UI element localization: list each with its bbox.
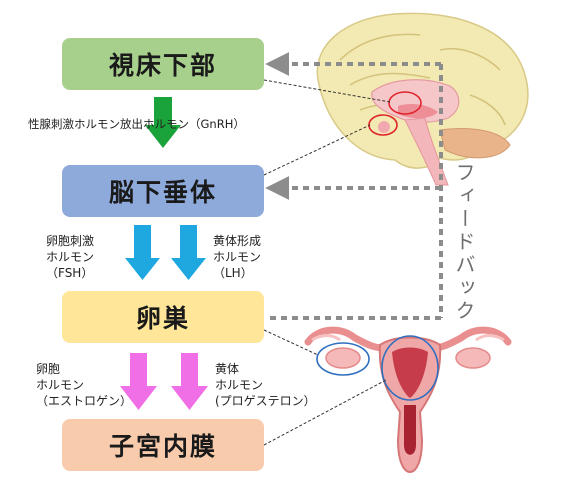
brain-illustration	[316, 12, 529, 186]
fsh-label-line: （FSH）	[46, 266, 94, 280]
ovary-box: 卵巣	[62, 291, 264, 343]
hypothalamus-box: 視床下部	[62, 38, 264, 90]
progesterone-label-line: (プロゲステロン）	[215, 394, 316, 408]
fsh-label: 卵胞刺激 ホルモン （FSH）	[46, 233, 94, 281]
fsh-arrow	[125, 225, 160, 280]
estrogen-label-line: ホルモン	[36, 378, 85, 392]
progesterone-label-line: ホルモン	[215, 378, 264, 392]
lh-label-line: （LH）	[213, 266, 253, 280]
estrogen-arrow	[120, 353, 157, 410]
progesterone-arrow	[171, 353, 208, 410]
connector-lines	[263, 79, 391, 446]
uterus-illustration	[304, 326, 512, 474]
lh-label: 黄体形成 ホルモン （LH）	[213, 233, 261, 281]
gnrh-label: 性腺刺激ホルモン放出ホルモン（GnRH）	[28, 117, 245, 131]
fsh-label-line: ホルモン	[46, 250, 95, 264]
estrogen-label-line: （エストロゲン）	[36, 394, 133, 408]
fsh-label-line: 卵胞刺激	[46, 234, 95, 248]
lh-label-line: ホルモン	[213, 250, 262, 264]
pituitary-box: 脳下垂体	[62, 165, 264, 217]
estrogen-label-line: 卵胞	[36, 362, 61, 376]
progesterone-label: 黄体 ホルモン (プロゲステロン）	[215, 361, 316, 409]
feedback-label: フィードバック	[452, 162, 476, 323]
gnrh-arrow	[145, 97, 181, 148]
progesterone-label-line: 黄体	[215, 362, 240, 376]
lh-arrow	[171, 225, 206, 280]
estrogen-label: 卵胞 ホルモン （エストロゲン）	[36, 361, 132, 409]
endometrium-box: 子宮内膜	[62, 419, 264, 471]
lh-label-line: 黄体形成	[213, 234, 262, 248]
feedback-lines	[265, 52, 443, 320]
